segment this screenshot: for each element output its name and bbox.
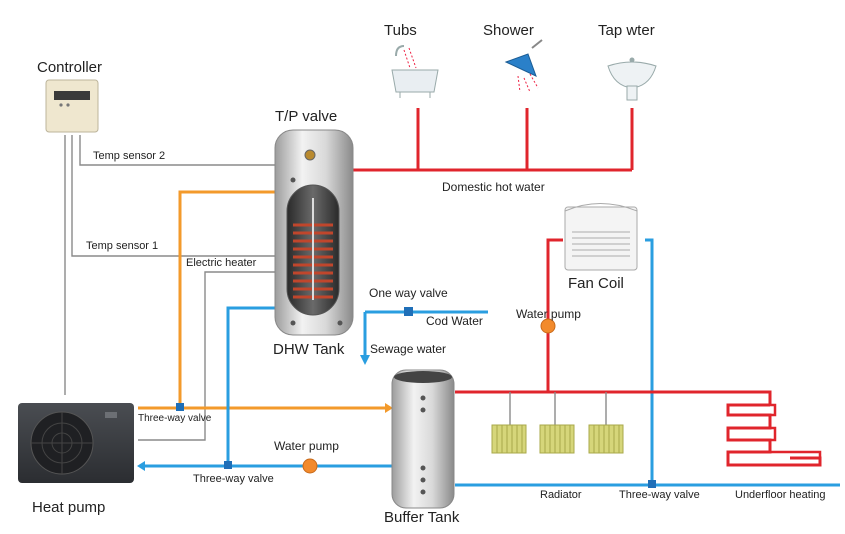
label-temp-sensor-2: Temp sensor 2 (93, 150, 165, 162)
orange-to-dhw (178, 190, 275, 408)
label-water-pump-bottom: Water pump (274, 439, 339, 453)
label-tp-valve: T/P valve (275, 108, 337, 125)
temp-sensor-1-wire (71, 135, 275, 257)
tp-valve-icon (304, 149, 316, 161)
label-sewage-water: Sewage water (370, 342, 446, 356)
label-shower: Shower (483, 22, 534, 39)
valve-icon (176, 307, 656, 488)
label-heat-pump: Heat pump (32, 499, 105, 516)
sink-icon (607, 57, 657, 101)
buffer-tank-icon (391, 369, 455, 509)
arrow-to-buffer (385, 403, 393, 413)
label-underfloor-heating: Underfloor heating (735, 489, 826, 501)
underfloor-serpentine-detail (728, 403, 822, 467)
water-pump-bottom (302, 458, 318, 474)
label-temp-sensor-1: Temp sensor 1 (86, 240, 158, 252)
heating-supply (455, 390, 772, 405)
fancoil-return (645, 238, 654, 485)
three-way-valve-bottom (224, 461, 232, 469)
radiator-1 (491, 424, 527, 454)
label-water-pump-right: Water pump (516, 307, 581, 321)
label-three-way-valve-right: Three-way valve (619, 489, 700, 501)
label-fan-coil: Fan Coil (568, 275, 624, 292)
bathtub-icon (391, 45, 439, 98)
arrow-to-heatpump (137, 461, 145, 471)
sensor-wires (64, 135, 283, 441)
label-domestic-hot-water: Domestic hot water (442, 180, 545, 194)
three-way-valve-top (176, 403, 184, 411)
radiator-3 (588, 424, 624, 454)
radiator-connections (509, 392, 607, 425)
electric-heater-wire (138, 271, 283, 441)
label-radiator: Radiator (540, 489, 582, 501)
controller-icon (45, 79, 99, 133)
label-electric-heater: Electric heater (186, 257, 257, 269)
label-tap-water: Tap wter (598, 22, 655, 39)
fancoil-supply (546, 238, 563, 392)
domestic-hot-water-pipes (350, 108, 634, 172)
three-way-valve-right (648, 480, 656, 488)
label-three-way-valve-top: Three-way valve (138, 413, 212, 424)
arrow-sewage (360, 355, 370, 365)
label-buffer-tank: Buffer Tank (384, 509, 460, 526)
label-dhw-tank: DHW Tank (273, 341, 345, 358)
water-pump-right (540, 318, 556, 334)
radiator-2 (539, 424, 575, 454)
label-tubs: Tubs (384, 22, 417, 39)
shower-icon (504, 39, 543, 93)
cold-water-pipes (145, 238, 840, 487)
blue-from-dhw (226, 306, 283, 466)
label-cod-water: Cod Water (426, 314, 483, 328)
temp-sensor-2-wire (79, 135, 275, 166)
radiator-icon (491, 424, 624, 454)
one-way-valve (404, 307, 413, 316)
fan-coil-icon (564, 203, 638, 271)
label-three-way-valve-bottom: Three-way valve (193, 473, 274, 485)
label-one-way-valve: One way valve (369, 286, 448, 300)
labels: Controller T/P valve Temp sensor 2 Temp … (32, 22, 826, 526)
label-controller: Controller (37, 59, 102, 76)
heat-pump-icon (18, 403, 134, 483)
dhw-tank-icon (274, 129, 354, 336)
water-pump-icon (302, 318, 556, 474)
